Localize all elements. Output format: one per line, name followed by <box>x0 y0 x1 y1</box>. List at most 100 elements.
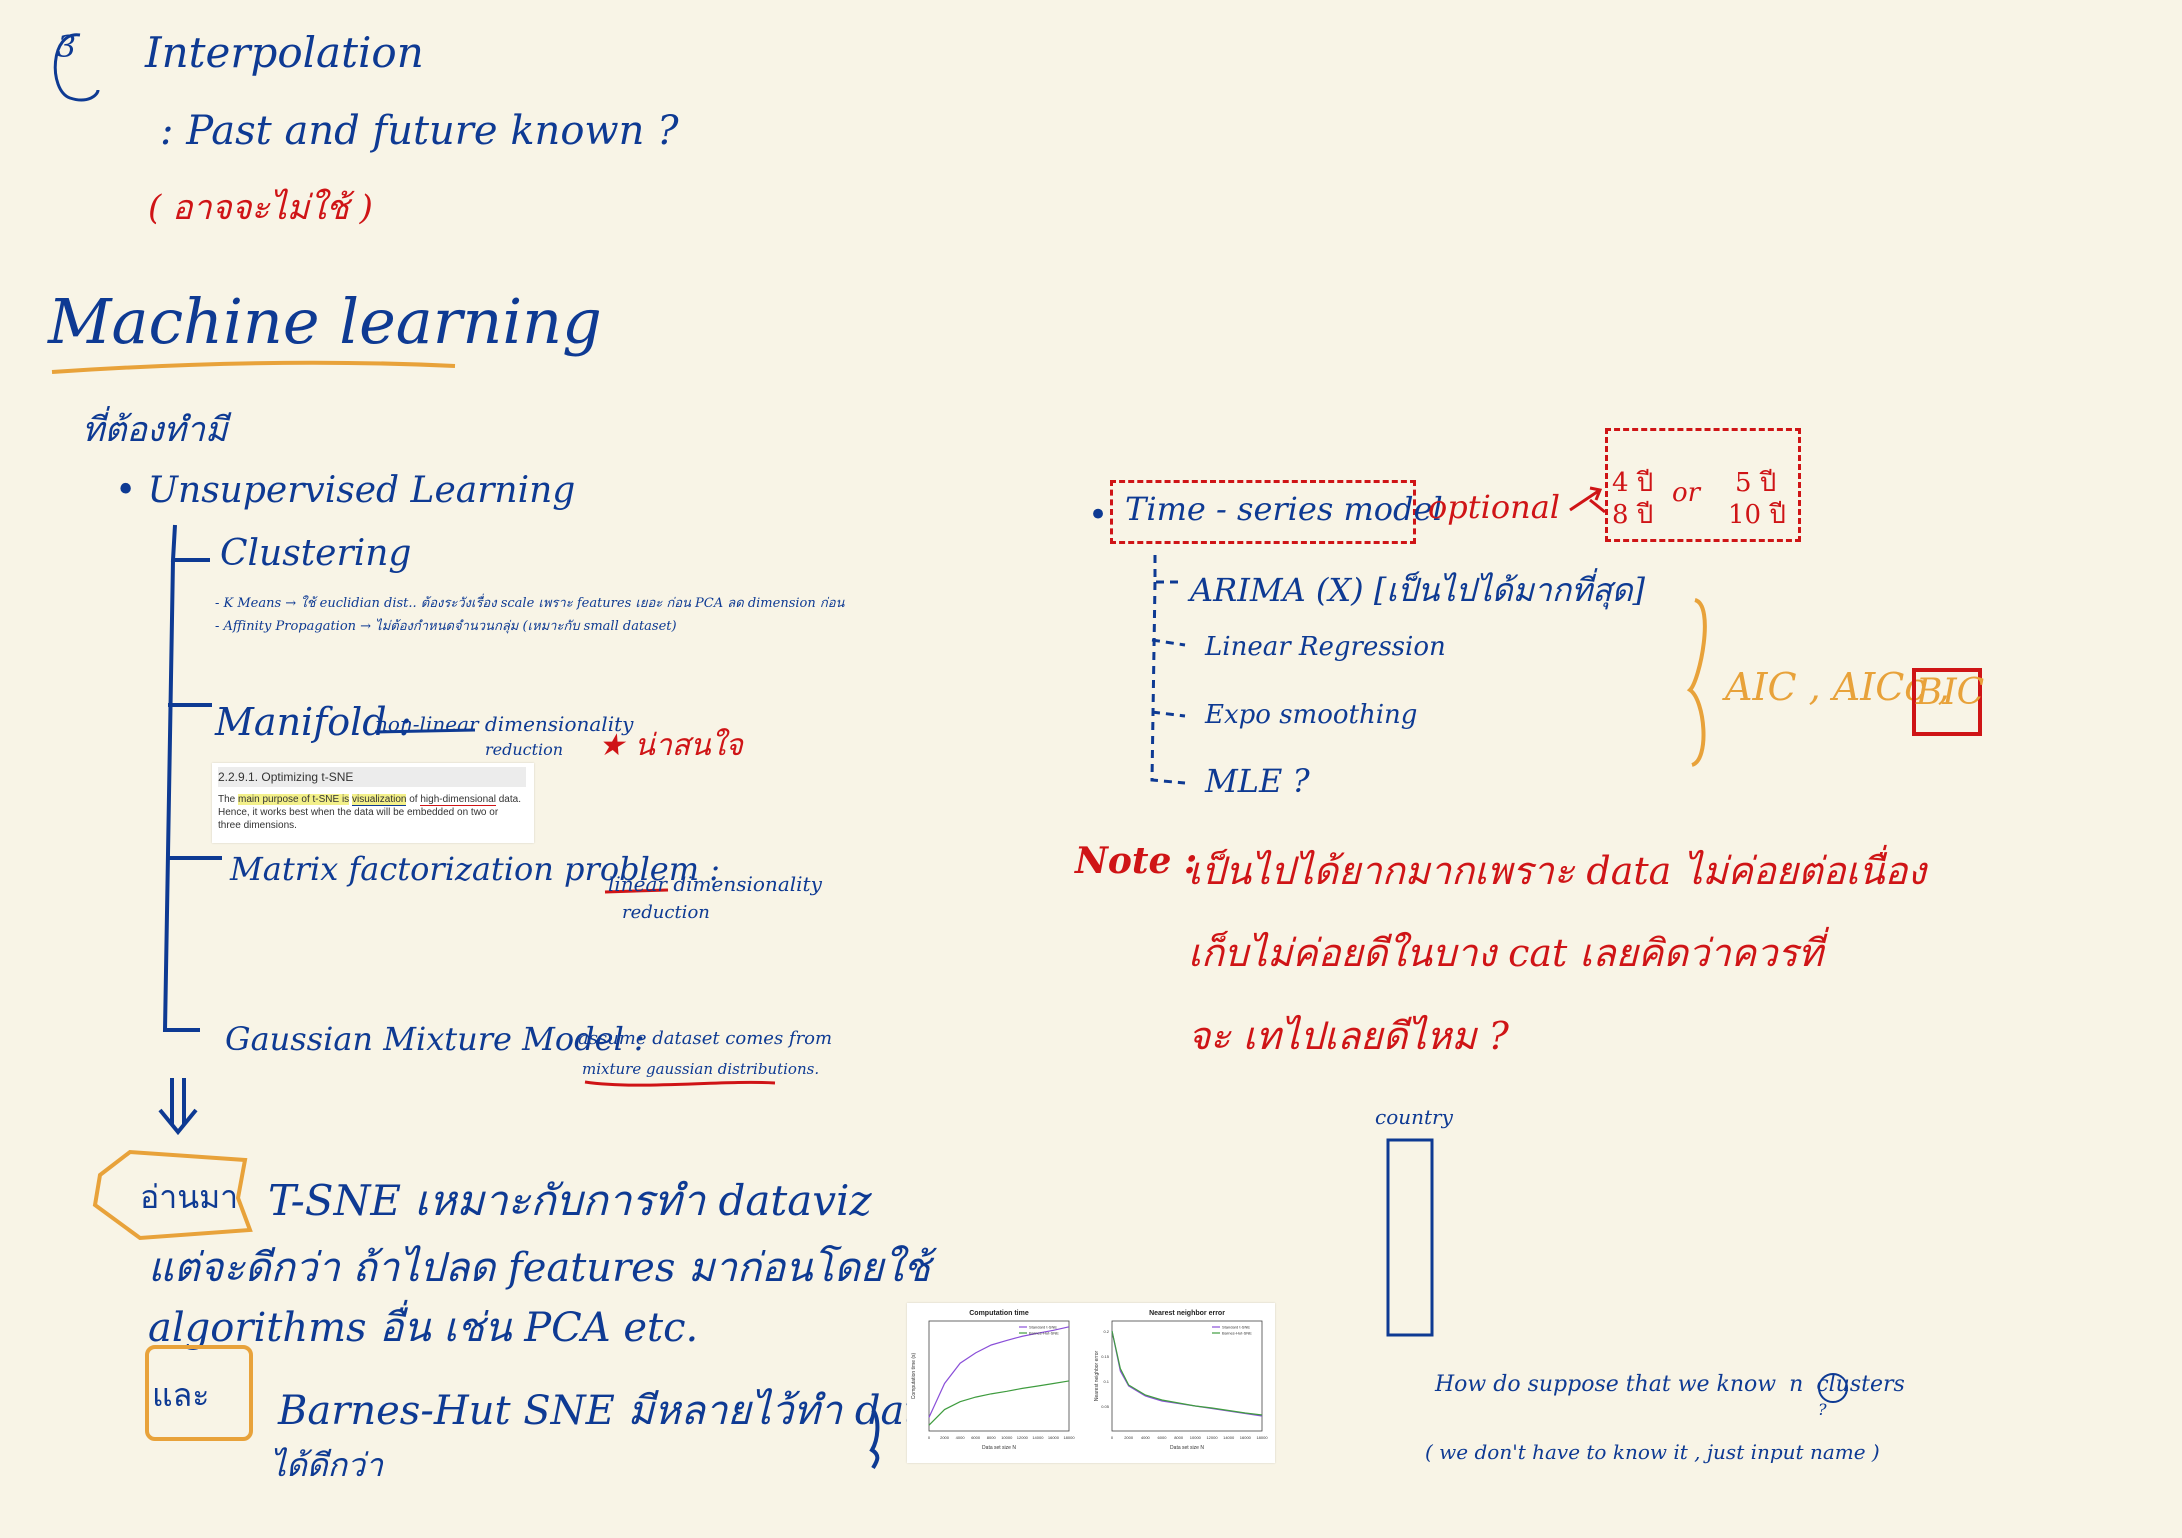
tsne-note-line3: algorithms อื่น เช่น PCA etc. <box>148 1305 699 1351</box>
chart-xlabel: Data set size N <box>982 1445 1016 1451</box>
clustering-note-kmeans: - K Means → ใช้ euclidian dist.. ต้องระว… <box>215 596 845 611</box>
chart-ytick-label: 0.15 <box>1101 1354 1110 1359</box>
chart-ylabel: Nearest neighbor error <box>1094 1351 1100 1402</box>
chart-ytick-label: 0.2 <box>1103 1329 1109 1334</box>
tsne-excerpt-heading: 2.2.9.1. Optimizing t-SNE <box>218 767 526 787</box>
tsne-note-line1: T-SNE เหมาะกับการทำ dataviz <box>268 1176 872 1225</box>
aic-brace <box>1686 598 1707 767</box>
note-line1: เป็นไปได้ยากมากเพราะ data ไม่ค่อยต่อเนื่… <box>1188 849 1926 893</box>
chart-series-line <box>1111 1330 1263 1417</box>
ml-tree-stem <box>162 524 222 1032</box>
chart-xtick-label: 4000 <box>956 1435 966 1440</box>
read-label: อ่านมา <box>140 1178 239 1216</box>
and-label: และ <box>152 1376 210 1414</box>
chart-xtick-label: 0 <box>1111 1435 1114 1440</box>
chart-xtick-label: 2000 <box>1124 1435 1134 1440</box>
number-circle-stroke <box>53 33 100 102</box>
chart-xtick-label: 6000 <box>971 1435 981 1440</box>
ml-title-underline <box>51 360 456 374</box>
matrix-desc: linear dimensionality <box>608 872 822 896</box>
gaussian-heading: Gaussian Mixture Model : <box>225 1020 645 1058</box>
chart-xlabel: Data set size N <box>1170 1445 1204 1451</box>
chart-series-line <box>928 1380 1070 1426</box>
clusters-question-mark: ? <box>1818 1400 1827 1419</box>
tsne-excerpt: 2.2.9.1. Optimizing t-SNE The main purpo… <box>212 763 534 843</box>
down-arrow-icon <box>158 1078 198 1136</box>
country-label: country <box>1375 1105 1453 1129</box>
interpolation-line2: ( อาจจะไม่ใช้ ) <box>148 188 373 228</box>
optional-label: optional <box>1428 488 1561 526</box>
clustering-heading: Clustering <box>220 533 412 574</box>
chart-title: Computation time <box>969 1310 1029 1317</box>
bic-box <box>1912 668 1982 736</box>
chart-xtick-label: 4000 <box>1141 1435 1151 1440</box>
ml-subtitle: ที่ต้องทำมี <box>82 410 228 450</box>
and-label-box <box>145 1345 253 1441</box>
chart-xtick-label: 8000 <box>1174 1435 1184 1440</box>
period-options-box <box>1605 428 1801 542</box>
chart-title: Nearest neighbor error <box>1149 1310 1225 1317</box>
manifold-heading: Manifold : <box>215 700 412 744</box>
country-box <box>1386 1138 1434 1337</box>
chart-ytick-label: 0.1 <box>1103 1379 1109 1384</box>
chart-ylabel: Computation time (s) <box>911 1352 917 1399</box>
tsne-excerpt-body: The main purpose of t-SNE is visualizati… <box>218 794 521 831</box>
chart-xtick-label: 14000 <box>1032 1435 1044 1440</box>
chart-xtick-label: 2000 <box>940 1435 950 1440</box>
timeseries-bullet: • <box>1088 495 1109 535</box>
bic-label: BIC <box>1916 672 1985 713</box>
linear-regression-item: Linear Regression <box>1205 632 1446 662</box>
section-number: 3 <box>57 30 77 65</box>
chart-xtick-label: 14000 <box>1223 1435 1235 1440</box>
n-circle <box>1818 1373 1848 1403</box>
note-line3: จะ เทไปเลยดีไหม ? <box>1188 1014 1509 1058</box>
chart-legend-label: Barnes-Hut-SNE <box>1222 1331 1252 1336</box>
chart-xtick-label: 10000 <box>1001 1435 1013 1440</box>
matrix-desc2: reduction <box>622 902 710 923</box>
option-4y: 4 ปี <box>1612 468 1654 498</box>
clustering-note-affinity: - Affinity Propagation → ไม่ต้องกำหนดจำน… <box>215 619 677 634</box>
chart-legend-label: Barnes-Hut-SNE <box>1029 1331 1059 1336</box>
option-5y: 5 ปี <box>1735 468 1777 498</box>
chart-xtick-label: 8000 <box>987 1435 997 1440</box>
mle-item: MLE ? <box>1205 762 1310 800</box>
bh-note-line1: Barnes-Hut SNE มีหลายไว้ทำ dataviz <box>278 1388 1001 1434</box>
bh-note-line2: ได้ดีกว่า <box>270 1446 383 1484</box>
interpolation-line1: : Past and future known ? <box>160 108 679 154</box>
mixture-underline <box>584 1080 776 1087</box>
chart-xtick-label: 0 <box>928 1435 931 1440</box>
clusters-answer: ( we don't have to know it , just input … <box>1425 1440 1880 1464</box>
gaussian-desc: assume dataset comes from <box>578 1028 833 1049</box>
chart-series-line <box>928 1326 1070 1418</box>
chart-frame <box>928 1320 1070 1432</box>
nonlinear-underline <box>374 728 476 734</box>
note-line2: เก็บไม่ค่อยดีในบาง cat เลยคิดว่าควรที่ <box>1188 931 1823 975</box>
chart-ytick-label: 0.05 <box>1101 1404 1110 1409</box>
chart-xtick-label: 18000 <box>1256 1435 1268 1440</box>
chart-xtick-label: 16000 <box>1048 1435 1060 1440</box>
tsne-note-line2: แต่จะดีกว่า ถ้าไปลด features มาก่อนโดยใช… <box>148 1245 931 1291</box>
chart-series-line <box>1111 1330 1263 1416</box>
arima-item: ARIMA (X) [เป็นไปได้มากที่สุด] <box>1190 571 1646 609</box>
ml-title: Machine learning <box>48 285 602 358</box>
bh-brace <box>869 1408 880 1470</box>
timeseries-tree <box>1150 555 1186 785</box>
chart-xtick-label: 6000 <box>1158 1435 1168 1440</box>
clusters-question: How do suppose that we know n clusters <box>1435 1372 1905 1397</box>
matrix-heading: Matrix factorization problem : <box>230 850 721 888</box>
gaussian-desc2: mixture gaussian distributions. <box>582 1060 820 1078</box>
chart-xtick-label: 12000 <box>1017 1435 1029 1440</box>
linear-underline <box>604 888 669 894</box>
option-8y: 8 ปี <box>1612 500 1654 530</box>
chart-xtick-label: 18000 <box>1063 1435 1075 1440</box>
chart-legend-label: Standard t-SNE <box>1029 1325 1057 1330</box>
chart-frame <box>1111 1320 1263 1432</box>
timeseries-title: Time - series model <box>1125 490 1443 528</box>
timeseries-box <box>1110 480 1416 544</box>
manifold-star-note: ★ น่าสนใจ <box>598 728 743 763</box>
option-10y: 10 ปี <box>1728 500 1786 530</box>
option-or: or <box>1672 478 1701 508</box>
